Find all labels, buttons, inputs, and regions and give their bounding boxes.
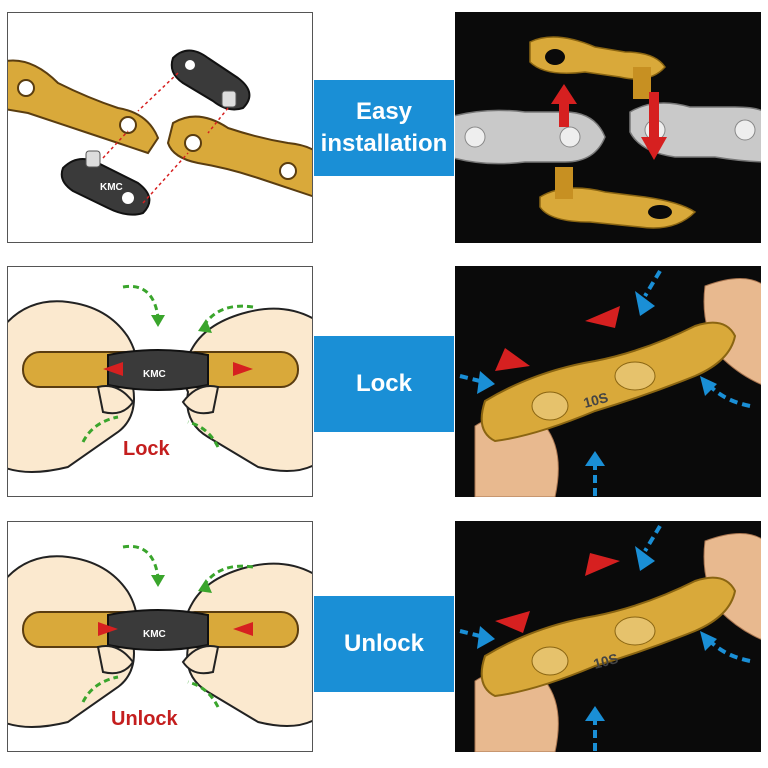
chain-lock: KMC (22, 349, 299, 391)
gold-chain: 10S (480, 321, 737, 443)
arrow-right-icon (585, 306, 620, 328)
gold-plate-bottom (539, 167, 697, 229)
lock-photo: 10S (455, 266, 761, 497)
link-plate-bottom: KMC (60, 150, 151, 216)
arrow-up-icon (585, 706, 605, 721)
arrow-down-icon (635, 546, 655, 571)
lock-caption: Lock (123, 438, 171, 460)
arrow-left-icon (585, 553, 620, 576)
arrow-left-icon (198, 319, 212, 333)
unlock-illustration: KMC Unlock (7, 521, 313, 752)
arrow-right-icon (477, 371, 495, 394)
gold-plate-top (529, 36, 666, 99)
lock-illustration: KMC Lock (7, 266, 313, 497)
link-plate-top (170, 49, 251, 111)
arrow-left-icon (495, 348, 530, 371)
arrow-down-icon (151, 315, 165, 327)
arrow-right-icon (477, 626, 495, 649)
arrow-up-icon (585, 451, 605, 466)
gold-chain: 10S (480, 576, 737, 698)
arrow-up-icon (551, 84, 577, 127)
brand-mark: KMC (143, 369, 166, 380)
arrow-down-icon (151, 575, 165, 587)
chain-marking: 10S (592, 650, 620, 672)
unlock-caption: Unlock (111, 708, 179, 730)
arrow-left-icon (198, 579, 212, 593)
arrow-down-icon (635, 291, 655, 316)
arrow-left-icon (700, 376, 717, 396)
chain-segment-left (8, 59, 160, 155)
brand-mark: KMC (100, 182, 123, 193)
silver-chain-left (455, 109, 606, 165)
label-lock: Lock (314, 336, 454, 432)
arrow-down-icon (641, 92, 667, 160)
chain-segment-right (166, 115, 312, 198)
chain-marking: 10S (582, 389, 610, 411)
label-unlock: Unlock (314, 596, 454, 692)
arrow-right-icon (495, 611, 530, 633)
installation-photo (455, 12, 761, 243)
installation-illustration: KMC (7, 12, 313, 243)
chain-unlock: KMC (22, 609, 299, 651)
unlock-photo: 10S (455, 521, 761, 752)
brand-mark: KMC (143, 629, 166, 640)
arrow-left-icon (700, 631, 717, 651)
